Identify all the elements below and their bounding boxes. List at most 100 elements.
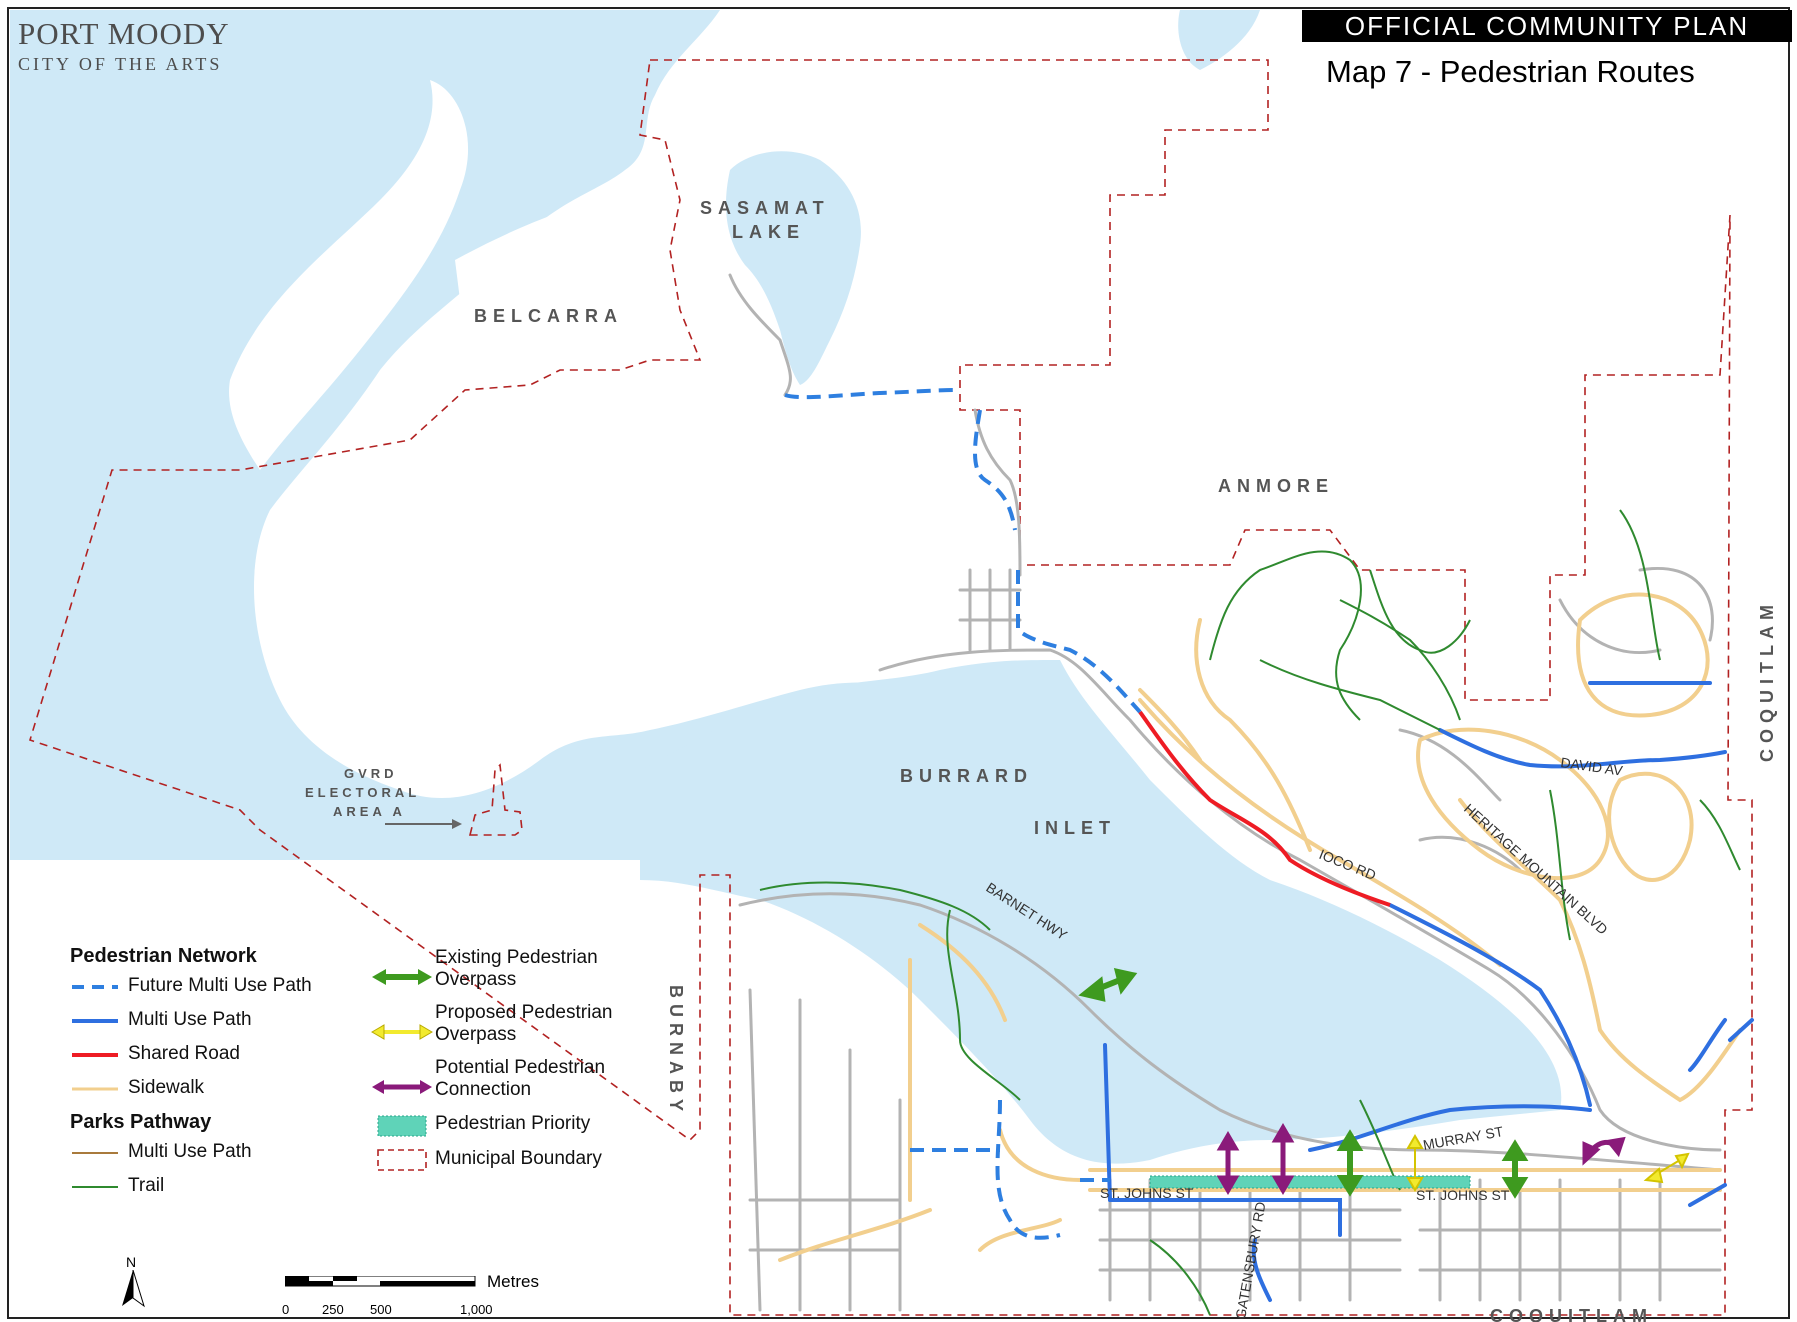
water-west bbox=[10, 10, 920, 860]
trail-heritage bbox=[1549, 509, 1741, 941]
road-grid-east bbox=[1418, 1178, 1722, 1302]
map-legend: Pedestrian Network Future Multi Use Path… bbox=[70, 945, 670, 1205]
existing-overpass-stjohns-2 bbox=[1501, 1139, 1529, 1199]
legend-label-proposed-overpass: Proposed Pedestrian Overpass bbox=[435, 1002, 612, 1046]
water-belcarra-channel bbox=[229, 80, 469, 470]
road-ioco-grey bbox=[878, 648, 1722, 1152]
road-sunnyside bbox=[973, 408, 1022, 577]
sidewalk-ioco bbox=[1138, 698, 1502, 967]
legend-swatch-proposed-overpass bbox=[371, 1024, 433, 1040]
boundary-gvrd-area-a bbox=[468, 763, 523, 836]
gvrd-pointer-arrow bbox=[385, 819, 462, 829]
legend-label-existing-overpass-1: Existing Pedestrian bbox=[435, 947, 598, 968]
label-sasamat-2: LAKE bbox=[732, 222, 805, 242]
sidewalk-heritage bbox=[1458, 798, 1742, 1103]
mup-gatensbury bbox=[1251, 1238, 1272, 1302]
future-mup-anmore bbox=[1016, 570, 1142, 714]
legend-label-parks-mup: Multi Use Path bbox=[128, 1141, 252, 1162]
label-sasamat-1: SASAMAT bbox=[700, 198, 830, 218]
future-mup-sasamat bbox=[784, 388, 956, 400]
potential-connection-3 bbox=[1582, 1136, 1626, 1166]
legend-label-potential-connection-1: Potential Pedestrian bbox=[435, 1057, 606, 1078]
label-coquitlam-south: COQUITLAM bbox=[1490, 1306, 1653, 1322]
road-heritage-loops bbox=[1398, 567, 1714, 872]
legend-swatch-sidewalk bbox=[72, 1087, 118, 1091]
legend-swatch-pedestrian-priority bbox=[377, 1115, 427, 1137]
proposed-overpass-east bbox=[1643, 1152, 1690, 1184]
proposed-overpass-murray bbox=[1406, 1134, 1424, 1192]
water-north-channel bbox=[1178, 10, 1260, 70]
water-belcarra-peninsula bbox=[455, 200, 644, 402]
water-burrard-inlet bbox=[640, 660, 1562, 1164]
scale-tick-1000: 1,000 bbox=[460, 1302, 493, 1317]
sidewalk-network bbox=[778, 592, 1742, 1262]
future-mup-sunnyside bbox=[973, 409, 1017, 531]
label-anmore: ANMORE bbox=[1218, 476, 1334, 496]
plan-banner: OFFICIAL COMMUNITY PLAN bbox=[1302, 10, 1792, 42]
trail-anmore-4 bbox=[1339, 599, 1461, 721]
north-arrow-icon bbox=[122, 1270, 145, 1308]
scale-tick-500: 500 bbox=[370, 1302, 392, 1317]
north-arrow-label: N bbox=[126, 1254, 137, 1270]
sidewalk-anmore bbox=[1138, 618, 1312, 852]
mup-west-rd bbox=[1103, 1043, 1112, 1202]
label-burnaby: BURNABY bbox=[666, 985, 686, 1117]
street-label-stjohns-east: ST. JOHNS ST bbox=[1416, 1187, 1510, 1203]
mup-east-edge bbox=[1688, 1018, 1727, 1207]
water-sasamat-lake bbox=[725, 151, 861, 385]
logo-line-2: CITY OF THE ARTS bbox=[18, 54, 223, 74]
legend-label-pedestrian-priority: Pedestrian Priority bbox=[435, 1113, 591, 1134]
street-label-stjohns-west: ST. JOHNS ST bbox=[1100, 1185, 1194, 1201]
mup-ioco-east bbox=[1388, 903, 1592, 1107]
legend-label-municipal-boundary: Municipal Boundary bbox=[435, 1148, 602, 1169]
future-mup-west bbox=[910, 1099, 1110, 1240]
multi-use-paths bbox=[1103, 681, 1754, 1302]
label-gvrd-2: ELECTORAL bbox=[305, 785, 420, 800]
label-gvrd-3: AREA A bbox=[333, 804, 406, 819]
legend-label-sidewalk: Sidewalk bbox=[128, 1077, 205, 1098]
legend-label-mup: Multi Use Path bbox=[128, 1009, 252, 1030]
mup-stjohns bbox=[1108, 1198, 1342, 1237]
trail-west bbox=[946, 909, 1021, 1101]
legend-swatch-parks-mup bbox=[72, 1152, 118, 1154]
potential-connection-2 bbox=[1271, 1123, 1295, 1195]
road-gatensbury-north bbox=[728, 273, 792, 397]
legend-label-existing-overpass-2: Overpass bbox=[435, 969, 517, 990]
road-anmore-grid bbox=[958, 568, 1022, 652]
mup-david bbox=[1438, 728, 1727, 769]
sidewalk-loops-mid bbox=[1416, 727, 1610, 881]
legend-label-future-mup: Future Multi Use Path bbox=[128, 975, 312, 996]
legend-swatch-trail bbox=[72, 1186, 118, 1188]
sidewalk-loops-east bbox=[1607, 771, 1694, 882]
legend-swatch-existing-overpass bbox=[372, 969, 432, 985]
potential-connection-1 bbox=[1216, 1131, 1240, 1195]
north-arrow: N bbox=[118, 1254, 148, 1310]
future-multi-use-paths bbox=[784, 388, 1142, 1240]
water-bodies bbox=[10, 10, 1562, 1164]
legend-heading-pedestrian-network: Pedestrian Network bbox=[70, 945, 257, 967]
legend-label-potential-connection-2: Connection bbox=[435, 1079, 532, 1100]
label-inlet: INLET bbox=[1034, 818, 1116, 838]
legend-swatch-shared-road bbox=[72, 1053, 118, 1057]
city-logo: PORT MOODY CITY OF THE ARTS bbox=[18, 16, 230, 75]
legend-swatch-municipal-boundary bbox=[377, 1149, 427, 1171]
road-grid-west bbox=[748, 988, 902, 1312]
trail-anmore-2 bbox=[1259, 659, 1441, 731]
legend-label-existing-overpass: Existing Pedestrian Overpass bbox=[435, 947, 598, 991]
label-gvrd-1: GVRD bbox=[344, 766, 398, 781]
existing-overpass-barnet bbox=[1078, 968, 1138, 1002]
existing-overpass-stjohns-1 bbox=[1336, 1129, 1364, 1197]
legend-swatch-future-mup bbox=[72, 985, 118, 989]
label-coquitlam-east: COQUITLAM bbox=[1757, 599, 1777, 762]
scale-unit-label: Metres bbox=[487, 1272, 539, 1291]
legend-heading-parks-pathway: Parks Pathway bbox=[70, 1111, 212, 1133]
legend-label-potential-connection: Potential Pedestrian Connection bbox=[435, 1057, 605, 1101]
sidewalk-loops-north bbox=[1576, 592, 1710, 718]
scale-tick-250: 250 bbox=[322, 1302, 344, 1317]
overpass-markers bbox=[1078, 968, 1690, 1199]
legend-label-shared-road: Shared Road bbox=[128, 1043, 240, 1064]
legend-swatch-mup bbox=[72, 1019, 118, 1023]
road-network bbox=[728, 273, 1722, 1312]
legend-label-trail: Trail bbox=[128, 1175, 165, 1196]
